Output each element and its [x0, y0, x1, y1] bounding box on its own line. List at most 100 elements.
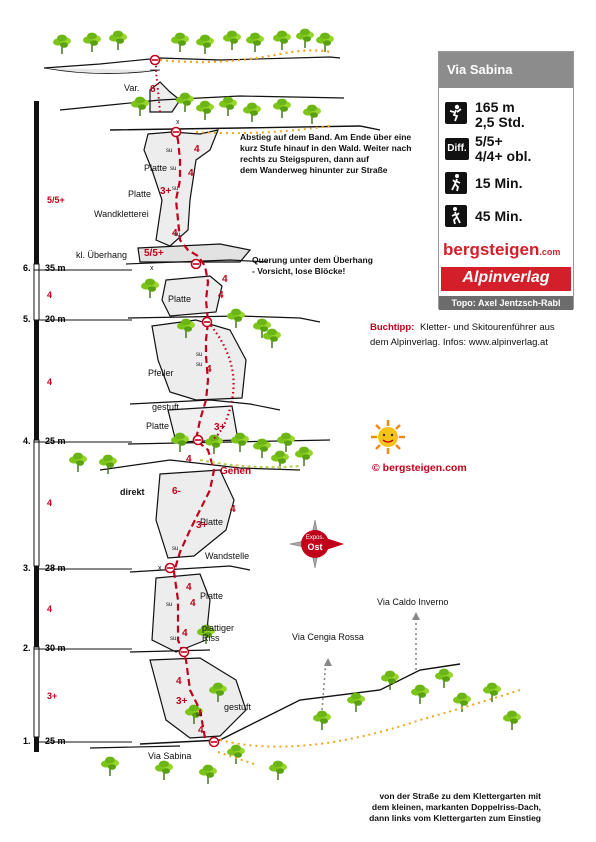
svg-text:4: 4 [190, 598, 196, 609]
svg-text:3+: 3+ [196, 520, 208, 531]
svg-text:gestuft: gestuft [224, 702, 252, 712]
route-title: Via Sabina [439, 52, 573, 88]
svg-text:4: 4 [186, 582, 192, 593]
svg-text:4: 4 [206, 364, 212, 375]
svg-text:6: 6 [150, 84, 156, 95]
pitch-3-length: 28 m [45, 563, 66, 573]
svg-text:Platte: Platte [200, 591, 223, 601]
svg-text:su: su [172, 186, 178, 192]
pitch-6-number: 6. [23, 263, 31, 273]
svg-text:Platte: Platte [128, 189, 151, 199]
svg-text:4: 4 [194, 144, 200, 155]
descent-note: Abstieg auf dem Band. Am Ende über eine … [240, 132, 411, 175]
pitch-1-number: 1. [23, 736, 31, 746]
route-markers: su su su su su su su su su su x x x [150, 119, 202, 718]
alpinverlag-logo: Alpinverlag [441, 267, 571, 291]
pitch-2-grade: 4 [47, 604, 52, 614]
svg-text:kl. Überhang: kl. Überhang [76, 250, 127, 260]
svg-text:Querung unter dem Überhang: Querung unter dem Überhang [252, 255, 373, 265]
pitch-6-length: 35 m [45, 263, 66, 273]
climber-icon [445, 102, 467, 124]
pitch-2-number: 2. [23, 643, 31, 653]
topo-credit: Topo: Axel Jentzsch-Rabl [439, 296, 573, 310]
pitch-4-length: 25 m [45, 436, 66, 446]
difficulty-icon: Diff. [445, 138, 469, 160]
svg-text:su: su [166, 148, 172, 154]
route-duration: 2,5 Std. [475, 114, 525, 130]
svg-text:su: su [166, 602, 172, 608]
difficulty-obl: 4/4+ obl. [475, 148, 532, 164]
pitch-5-grade: 4 [47, 290, 52, 300]
svg-text:4: 4 [188, 168, 194, 179]
svg-text:x: x [176, 119, 180, 126]
svg-text:3+: 3+ [214, 422, 226, 433]
svg-text:Riss: Riss [202, 633, 220, 643]
svg-text:Via Cengia Rossa: Via Cengia Rossa [292, 632, 364, 642]
svg-text:su: su [170, 166, 176, 172]
descent-time: 45 Min. [475, 208, 523, 224]
bergsteigen-logo: bergsteigen.com [443, 240, 561, 259]
svg-text:dem Alpinverlag. Infos: www.al: dem Alpinverlag. Infos: www.alpinverlag.… [370, 337, 548, 348]
svg-text:4: 4 [182, 628, 188, 639]
svg-text:3+: 3+ [176, 696, 188, 707]
sun-icon [371, 420, 405, 454]
traverse-note: Querung unter dem Überhang - Vorsicht, l… [252, 255, 373, 276]
svg-text:- Vorsicht, lose Blöcke!: - Vorsicht, lose Blöcke! [252, 266, 346, 276]
pitch-5-length: 20 m [45, 314, 66, 324]
pitch-3-number: 3. [23, 563, 31, 573]
svg-text:Abstieg auf dem Band. Am Ende: Abstieg auf dem Band. Am Ende über eine [240, 132, 411, 142]
route-length: 165 m [475, 99, 515, 115]
svg-text:Kletter- und Skitourenführer a: Kletter- und Skitourenführer aus [420, 322, 555, 333]
svg-text:4: 4 [218, 290, 224, 301]
pitch-scale [33, 101, 132, 752]
svg-text:Platte: Platte [168, 294, 191, 304]
svg-text:x: x [158, 565, 162, 572]
svg-text:Via Caldo Inverno: Via Caldo Inverno [377, 597, 448, 607]
route-info-panel: Via Sabina 165 m 2,5 Std. Diff. 5/5+ 4/4… [438, 51, 574, 310]
svg-text:dann links vom Klettergarten z: dann links vom Klettergarten zum Einstie… [369, 813, 541, 823]
pitch-3-grade: 4 [47, 498, 52, 508]
svg-text:Wandkletterei: Wandkletterei [94, 209, 149, 219]
svg-text:kurz Stufe hinauf in den Wald.: kurz Stufe hinauf in den Wald. Weiter na… [240, 143, 411, 153]
svg-text:rechts zu Steigspuren, dann au: rechts zu Steigspuren, dann auf [240, 154, 369, 164]
svg-text:Var.: Var. [124, 83, 139, 93]
svg-text:4: 4 [176, 676, 182, 687]
difficulty-max: 5/5+ [475, 133, 503, 149]
svg-text:von der Straße zu dem Kletterg: von der Straße zu dem Klettergarten mit [379, 791, 541, 801]
exposure-label: Expos. [306, 535, 325, 541]
route-grades: 6 4 4 3+ 4 5/5+ 4 4 4 3+ 4 4 3+ 4 4 4 4 … [124, 83, 251, 736]
pitch-6-grade: 5/5+ [47, 195, 65, 205]
copyright-text: © bergsteigen.com [372, 462, 467, 474]
svg-text:su: su [196, 712, 202, 718]
svg-text:Via Sabina: Via Sabina [148, 751, 191, 761]
exposure-compass: Expos. Ost [289, 519, 344, 569]
svg-text:su: su [196, 352, 202, 358]
svg-text:dem kleinen, markanten Doppelr: dem kleinen, markanten Doppelriss-Dach, [372, 802, 541, 812]
svg-text:Buchtipp:: Buchtipp: [370, 322, 414, 333]
svg-text:4: 4 [222, 274, 228, 285]
svg-text:4: 4 [230, 504, 236, 515]
svg-text:su: su [174, 232, 180, 238]
route-lines [155, 49, 521, 765]
svg-text:4: 4 [186, 454, 192, 465]
svg-text:plattiger: plattiger [202, 623, 234, 633]
svg-text:Platte: Platte [146, 421, 169, 431]
svg-text:6-: 6- [172, 486, 181, 497]
svg-text:su: su [196, 362, 202, 368]
svg-text:Platte: Platte [144, 163, 167, 173]
hiker-up-icon [445, 172, 467, 194]
pitch-labels: 1. 25 m 3+ 2. 30 m 4 3. 28 m 4 4. 25 m 4… [23, 195, 66, 746]
svg-text:su: su [170, 636, 176, 642]
approach-time: 15 Min. [475, 175, 523, 191]
pitch-2-length: 30 m [45, 643, 66, 653]
svg-text:3+: 3+ [160, 186, 172, 197]
rock-face [43, 56, 461, 749]
pitch-5-number: 5. [23, 314, 31, 324]
svg-text:su: su [172, 546, 178, 552]
feature-labels: Platte Platte Wandkletterei kl. Überhang… [76, 163, 448, 761]
svg-text:Platte: Platte [200, 517, 223, 527]
svg-text:Pfeiler: Pfeiler [148, 368, 174, 378]
svg-text:x: x [150, 265, 154, 272]
approach-note: von der Straße zu dem Klettergarten mit … [369, 791, 541, 823]
